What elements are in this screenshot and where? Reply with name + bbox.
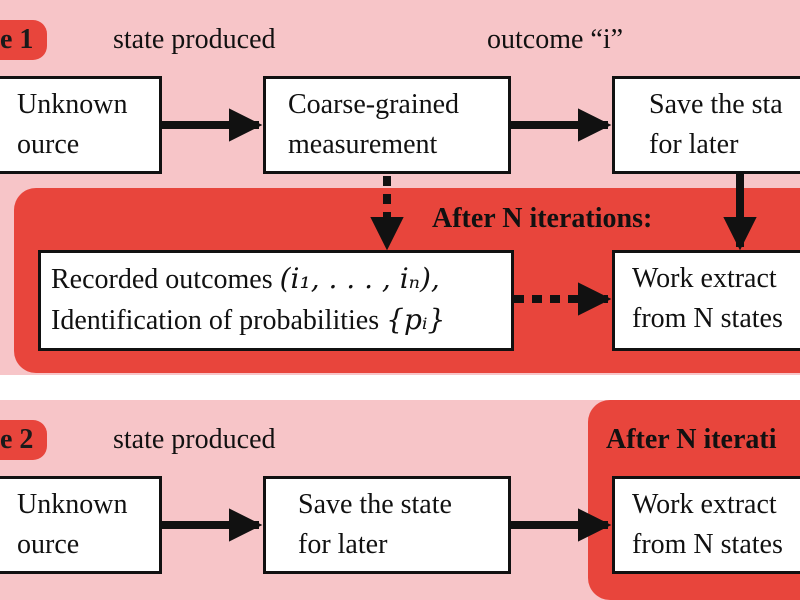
stage-2-work-line2: from N states <box>632 529 783 560</box>
state-produced-label: state produced <box>113 24 276 55</box>
stage-2-tag: e 2 <box>0 420 48 460</box>
work-extraction-line1: Work extract <box>632 263 777 294</box>
stage-2-save-line2: for later <box>298 529 388 560</box>
measurement-line1: Coarse-grained <box>288 89 460 120</box>
stage-2-state-produced-label: state produced <box>113 424 276 455</box>
stage-1-tag: e 1 <box>0 20 48 60</box>
stage-2-save-line1: Save the state <box>298 489 452 520</box>
unknown-source-line1: Unknown <box>17 89 128 120</box>
stage-2-work-line1: Work extract <box>632 489 777 520</box>
identification-text: Identification of probabilities <box>51 305 380 336</box>
recorded-outcomes-line: Recorded outcomes (i₁, . . . , iₙ), <box>51 259 511 300</box>
stage-2-work-extraction-box: Work extract from N states <box>612 476 800 574</box>
stage-2-after-n-title: After N iterati <box>606 424 777 455</box>
save-state-line2: for later <box>649 129 739 160</box>
work-extraction-box: Work extract from N states <box>612 250 800 351</box>
after-n-iterations-title: After N iterations: <box>432 203 653 234</box>
identification-line: Identification of probabilities {pᵢ} <box>51 300 511 341</box>
stage-2-unknown-source-box: Unknown ource <box>0 476 162 574</box>
coarse-grained-measurement-box: Coarse-grained measurement <box>263 76 511 174</box>
unknown-source-box: Unknown ource <box>0 76 162 174</box>
save-state-line1: Save the sta <box>649 89 783 120</box>
outcome-label: outcome “i” <box>487 24 624 55</box>
stage-2-source-line2: ource <box>17 529 80 560</box>
stage-2-source-line1: Unknown <box>17 489 128 520</box>
outcomes-tuple-math: (i₁, . . . , iₙ), <box>279 262 440 295</box>
unknown-source-line2: ource <box>17 129 80 160</box>
recorded-outcomes-box: Recorded outcomes (i₁, . . . , iₙ), Iden… <box>38 250 514 351</box>
save-state-box: Save the sta for later <box>612 76 800 174</box>
stage-2-save-state-box: Save the state for later <box>263 476 511 574</box>
work-extraction-line2: from N states <box>632 303 783 334</box>
recorded-outcomes-text: Recorded outcomes <box>51 264 273 295</box>
probabilities-math: {pᵢ} <box>386 303 446 336</box>
measurement-line2: measurement <box>288 129 438 160</box>
